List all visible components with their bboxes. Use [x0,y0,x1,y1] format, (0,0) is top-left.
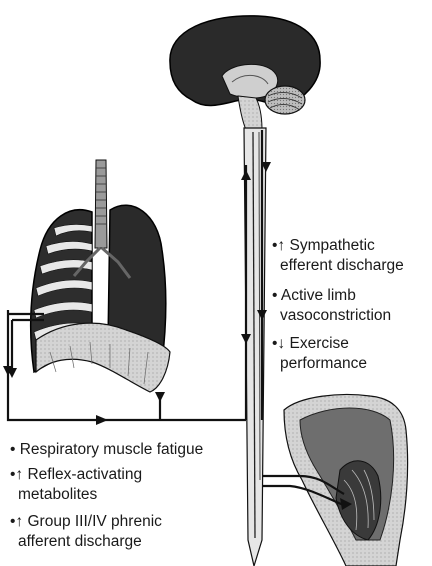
lungs-illustration [31,160,170,392]
label-line: metabolites [10,485,142,505]
label-line: efferent discharge [272,256,404,276]
label-phrenic-afferent: •↑ Group III/IV phrenic afferent dischar… [10,512,162,552]
label-line: afferent discharge [10,532,162,552]
label-line: • Active limb [272,286,391,306]
label-limb-vasoconstriction: • Active limb vasoconstriction [272,286,391,326]
label-line: vasoconstriction [272,306,391,326]
brain-illustration [170,16,320,130]
limb-muscle-illustration [284,395,408,566]
label-line: •↑ Sympathetic [272,236,404,256]
label-respiratory-fatigue: • Respiratory muscle fatigue [10,440,203,460]
label-line: performance [272,354,367,374]
label-line: •↑ Group III/IV phrenic [10,512,162,532]
label-line: •↑ Reflex-activating [10,465,142,485]
label-line: •↓ Exercise [272,334,367,354]
label-exercise-performance: •↓ Exercise performance [272,334,367,374]
label-reflex-metabolites: •↑ Reflex-activating metabolites [10,465,142,505]
label-line: • Respiratory muscle fatigue [10,440,203,460]
label-sympathetic-discharge: •↑ Sympathetic efferent discharge [272,236,404,276]
